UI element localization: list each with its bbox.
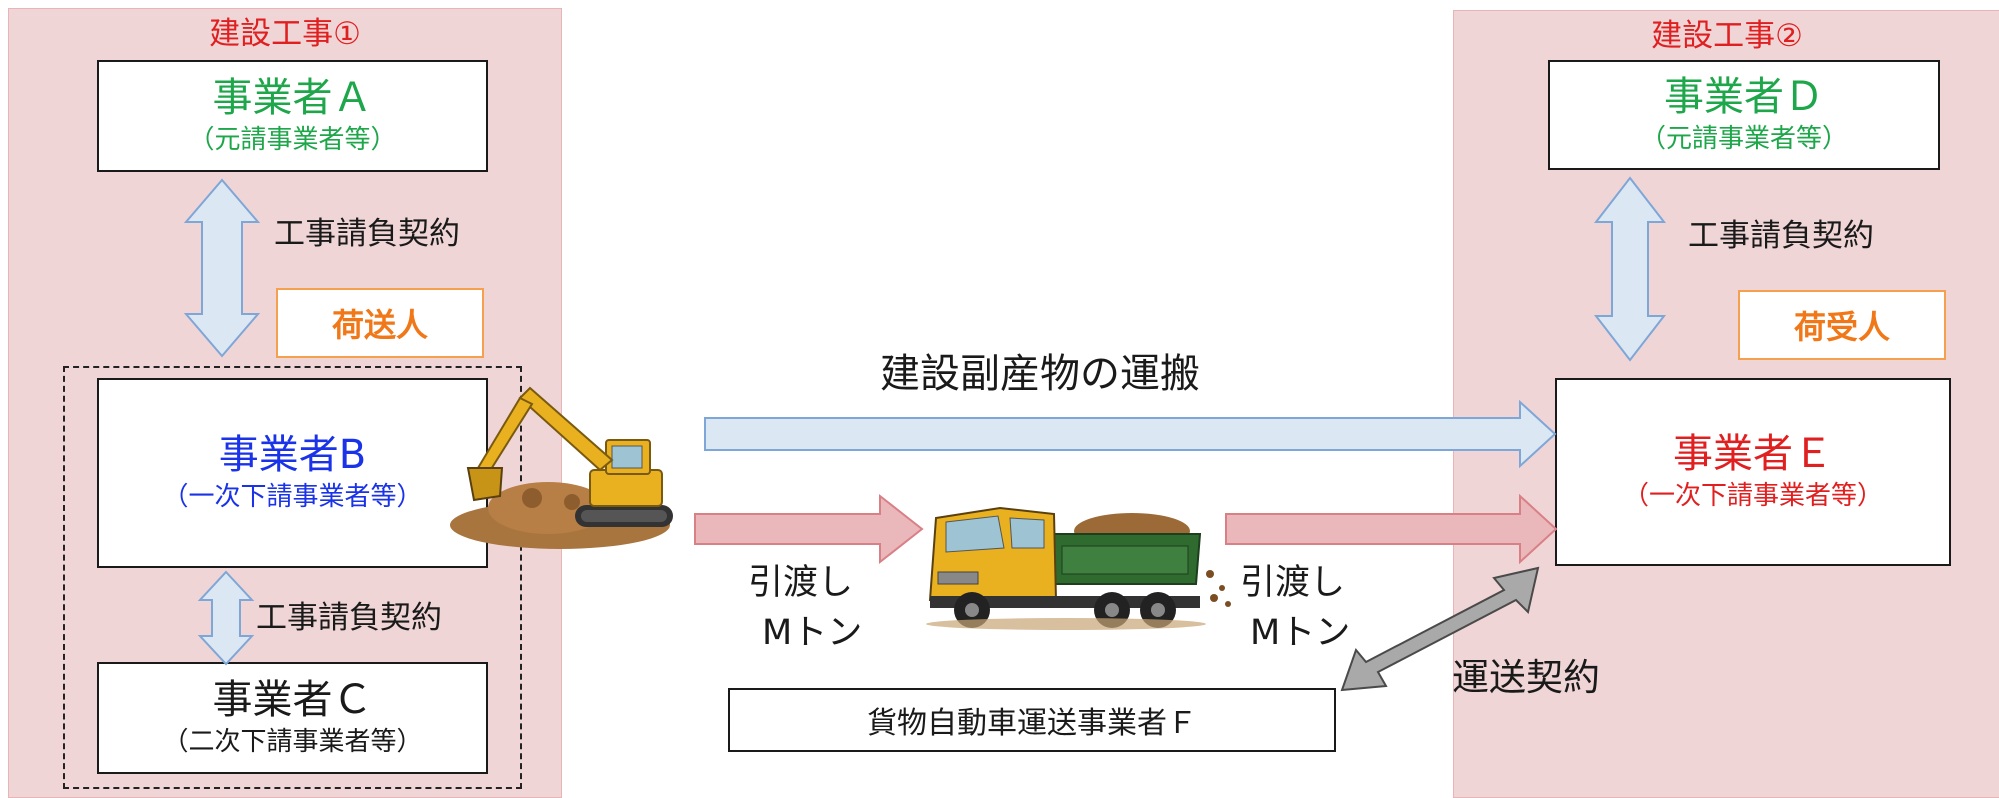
handover-right-line2: Mトン bbox=[1250, 613, 1351, 653]
handover-right-line1: 引渡し bbox=[1240, 563, 1346, 603]
business-e-sub: （一次下請事業者等） bbox=[1622, 481, 1883, 512]
handover-left-line1: 引渡し bbox=[748, 563, 854, 603]
role-tag-consignee: 荷受人 bbox=[1738, 290, 1946, 360]
business-c-name: 事業者Ｃ bbox=[212, 677, 373, 724]
contract-label-a-b: 工事請負契約 bbox=[274, 216, 460, 252]
business-c-box: 事業者Ｃ （二次下請事業者等） bbox=[97, 662, 488, 774]
carriage-contract-label: 運送契約 bbox=[1452, 656, 1600, 699]
business-d-name: 事業者Ｄ bbox=[1664, 74, 1824, 121]
transport-label: 建設副産物の運搬 bbox=[880, 351, 1200, 397]
contract-label-b-c: 工事請負契約 bbox=[256, 600, 442, 636]
business-e-name: 事業者Ｅ bbox=[1673, 431, 1833, 478]
panel-title-construction-1: 建設工事① bbox=[209, 16, 361, 52]
handover-left-line2: Mトン bbox=[762, 613, 863, 653]
business-d-box: 事業者Ｄ （元請事業者等） bbox=[1548, 60, 1940, 170]
double-arrow-a-b bbox=[183, 178, 261, 358]
handover-arrow-left bbox=[694, 493, 924, 565]
double-arrow-d-e bbox=[1593, 176, 1667, 362]
carrier-box: 貨物自動車運送事業者Ｆ bbox=[728, 688, 1336, 752]
business-a-box: 事業者Ａ （元請事業者等） bbox=[97, 60, 488, 172]
carrier-name: 貨物自動車運送事業者Ｆ bbox=[867, 706, 1197, 741]
business-b-name: 事業者B bbox=[218, 432, 367, 479]
role-tag-shipper: 荷送人 bbox=[276, 288, 484, 358]
business-a-name: 事業者Ａ bbox=[212, 75, 373, 122]
subcontractor-group bbox=[63, 366, 522, 789]
excavator-icon bbox=[450, 386, 673, 549]
dump-truck-icon bbox=[926, 506, 1231, 630]
business-d-sub: （元請事業者等） bbox=[1639, 124, 1848, 155]
business-c-sub: （二次下請事業者等） bbox=[162, 727, 423, 758]
double-arrow-b-c bbox=[197, 570, 255, 666]
business-b-box: 事業者B （一次下請事業者等） bbox=[97, 378, 488, 568]
handover-arrow-right bbox=[1225, 493, 1558, 565]
business-e-box: 事業者Ｅ （一次下請事業者等） bbox=[1555, 378, 1951, 566]
panel-title-construction-2: 建設工事② bbox=[1651, 18, 1803, 54]
carriage-contract-arrow bbox=[1340, 566, 1540, 692]
business-a-sub: （元請事業者等） bbox=[188, 125, 397, 156]
contract-label-d-e: 工事請負契約 bbox=[1688, 218, 1874, 254]
transport-arrow bbox=[704, 399, 1557, 469]
business-b-sub: （一次下請事業者等） bbox=[162, 482, 423, 513]
